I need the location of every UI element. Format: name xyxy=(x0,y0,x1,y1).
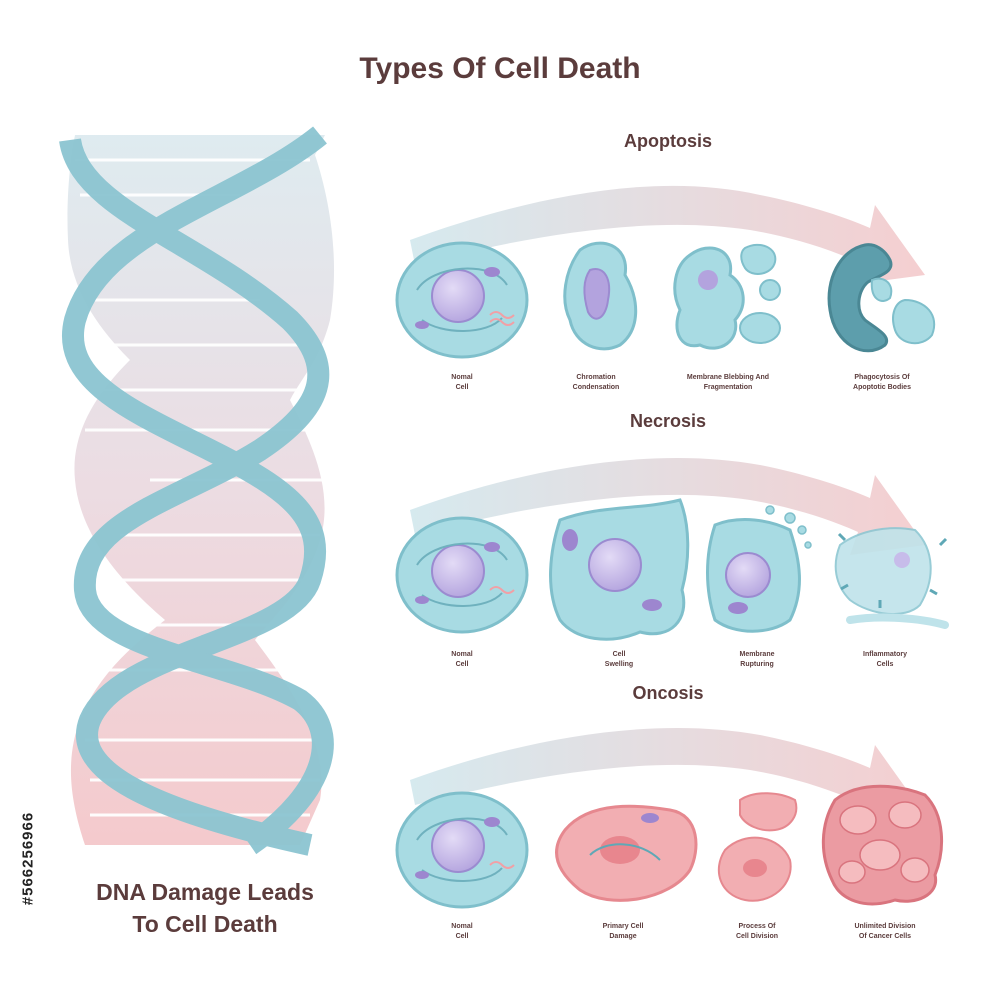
page-title: Types Of Cell Death xyxy=(359,52,641,85)
section-title-apoptosis: Apoptosis xyxy=(624,131,712,151)
section-title-oncosis: Oncosis xyxy=(632,683,704,703)
necrosis-arrow xyxy=(410,457,925,555)
oncosis-arrow xyxy=(410,727,925,825)
apoptosis-normal-cell xyxy=(395,241,529,359)
swelling-cell xyxy=(549,498,690,641)
section-title-necrosis: Necrosis xyxy=(629,411,707,431)
primary-damage-cell xyxy=(555,804,698,902)
chromatin-condensation-cell xyxy=(563,241,638,351)
dna-caption: DNA Damage Leads To Cell Death xyxy=(96,879,314,937)
dna-helix xyxy=(59,126,335,856)
fragmentation-cells xyxy=(673,243,781,350)
phagocyte-cell xyxy=(827,243,935,353)
oncosis-normal-cell xyxy=(395,791,529,909)
cancer-cell-cluster xyxy=(821,784,944,906)
division-cells xyxy=(717,792,798,902)
rupturing-cell xyxy=(706,505,812,633)
inflammatory-cells xyxy=(834,527,949,629)
necrosis-normal-cell xyxy=(395,516,529,634)
apoptosis-arrow xyxy=(410,185,925,285)
stock-image-id: #566256966 xyxy=(19,811,37,906)
